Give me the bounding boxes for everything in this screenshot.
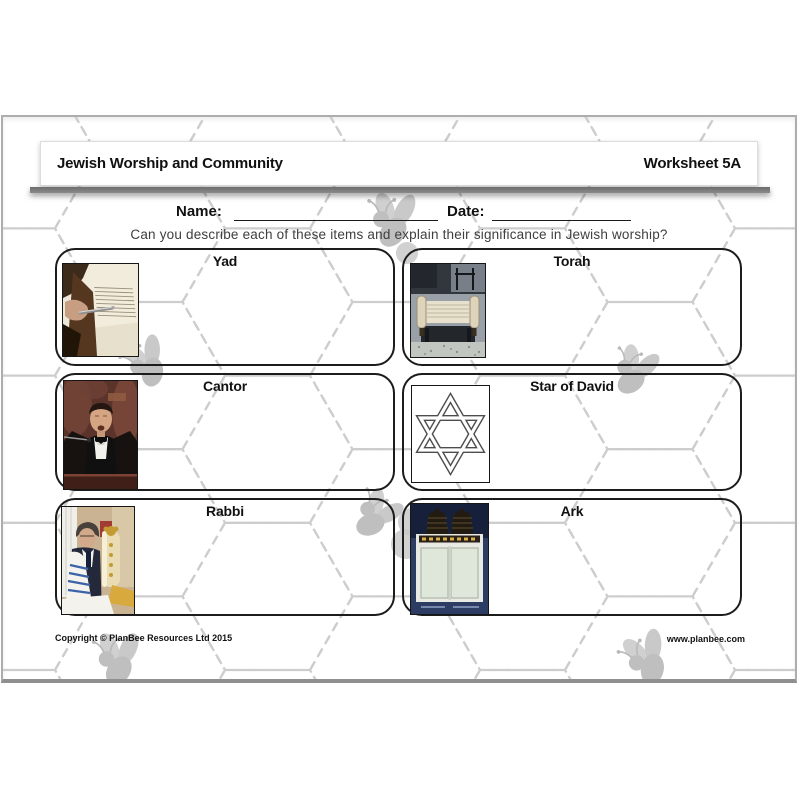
star-of-david-drawing [411, 385, 490, 483]
name-write-line [234, 204, 438, 221]
item-label: Ark [560, 503, 584, 519]
page-title: Jewish Worship and Community [57, 155, 283, 172]
copyright-text: Copyright © PlanBee Resources Ltd 2015 [55, 633, 233, 643]
item-box-yad [55, 248, 395, 366]
item-label: Cantor [203, 378, 247, 394]
ark-photo [410, 503, 489, 615]
item-label: Rabbi [206, 503, 244, 519]
item-label: Star of David [530, 378, 614, 394]
item-box-torah [402, 248, 742, 366]
item-box-rabbi [55, 498, 395, 616]
website-text: www.planbee.com [666, 634, 745, 644]
name-date-row: Name: Date: [3, 203, 795, 227]
header-banner: Jewish Worship and Community Worksheet 5… [40, 141, 758, 186]
worksheet-number: Worksheet 5A [643, 155, 742, 172]
date-write-line [492, 204, 631, 221]
name-label: Name: [176, 203, 222, 220]
worksheet-page: Jewish Worship and Community Worksheet 5… [1, 115, 797, 683]
item-box-ark [402, 498, 742, 616]
item-box-cantor [55, 373, 395, 491]
question-text: Can you describe each of these items and… [130, 227, 668, 242]
rabbi-photo [61, 506, 135, 615]
yad-photo [62, 263, 139, 357]
torah-photo [410, 263, 486, 358]
date-label: Date: [447, 203, 485, 220]
item-box-star-of-david [402, 373, 742, 491]
cantor-photo [63, 380, 138, 490]
item-label: Yad [212, 253, 238, 269]
bee-icon [611, 623, 678, 679]
item-label: Torah [553, 253, 591, 269]
banner-shadow-bar [30, 187, 770, 193]
